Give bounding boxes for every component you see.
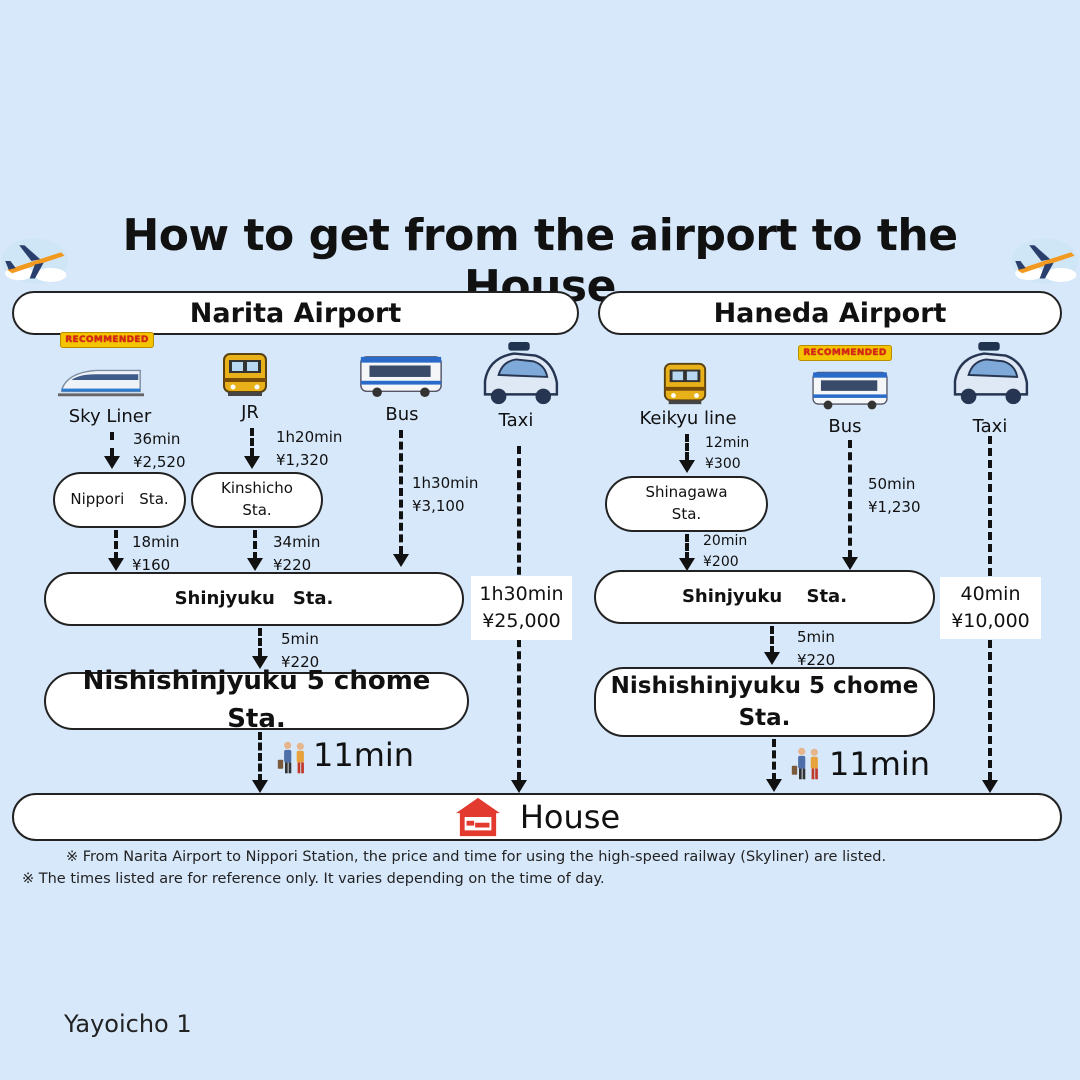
house-destination: House xyxy=(12,793,1062,841)
jr-leg2-info: 34min ¥220 xyxy=(273,533,321,574)
page-title-row: How to get from the airport to the House xyxy=(0,210,1080,312)
skyliner-leg2-info: 18min ¥160 xyxy=(132,533,180,574)
walking-people-icon xyxy=(790,744,826,784)
keikyu-leg2-info: 20min ¥200 xyxy=(703,533,748,570)
narita-walk-time: 11min xyxy=(313,736,415,774)
narita-bus-leg-info: 1h30min ¥3,100 xyxy=(412,474,479,515)
house-label: House xyxy=(519,798,621,836)
mode-taxi-label: Taxi xyxy=(498,410,534,431)
mode-haneda-taxi-label: Taxi xyxy=(972,416,1008,437)
walking-people-icon xyxy=(276,738,312,778)
haneda-leg3-info: 5min ¥220 xyxy=(797,628,836,669)
mode-jr-label: JR xyxy=(241,402,259,423)
narita-header: Narita Airport xyxy=(12,291,579,335)
skyliner-train-icon xyxy=(58,360,144,400)
keikyu-train-icon xyxy=(660,360,710,408)
bus-icon xyxy=(810,368,890,412)
narita-taxi-info: 1h30min¥25,000 xyxy=(471,576,572,640)
taxi-icon xyxy=(944,340,1034,408)
haneda-bus-leg-info: 50min ¥1,230 xyxy=(868,475,921,516)
nippori-station: Nippori Sta. xyxy=(53,472,186,528)
keikyu-leg1-info: 12min ¥300 xyxy=(705,435,750,472)
haneda-shinjuku-station: Shinjyuku Sta. xyxy=(594,570,935,624)
note-times: ※ The times listed are for reference onl… xyxy=(22,871,605,887)
jr-train-icon xyxy=(220,350,270,400)
narita-leg3-info: 5min ¥220 xyxy=(281,630,320,671)
haneda-walk-time: 11min xyxy=(829,745,931,783)
bus-recommended-badge: RECOMMENDED xyxy=(796,340,894,361)
page-title: How to get from the airport to the House xyxy=(122,210,958,312)
airplane-icon xyxy=(1010,232,1080,290)
mode-skyliner-label: Sky Liner xyxy=(68,406,152,427)
note-skyliner: ※ From Narita Airport to Nippori Station… xyxy=(66,849,887,865)
narita-shinjuku-station: Shinjyuku Sta. xyxy=(44,572,464,626)
narita-nishishinjuku-station: Nishishinjyuku 5 chome Sta. xyxy=(44,666,469,734)
mode-bus-label: Bus xyxy=(385,404,419,425)
haneda-header: Haneda Airport xyxy=(598,291,1062,335)
mode-haneda-bus-label: Bus xyxy=(828,416,862,437)
skyliner-leg1-info: 36min ¥2,520 xyxy=(133,430,186,471)
skyliner-recommended-badge: RECOMMENDED xyxy=(57,327,157,348)
taxi-icon xyxy=(474,340,564,408)
haneda-taxi-info: 40min¥10,000 xyxy=(940,577,1041,639)
footer-location: Yayoicho 1 xyxy=(64,1010,192,1038)
jr-leg1-info: 1h20min ¥1,320 xyxy=(276,428,343,469)
airplane-icon xyxy=(0,232,70,290)
house-icon xyxy=(454,796,502,838)
mode-keikyu-label: Keikyu line xyxy=(639,408,737,429)
bus-icon xyxy=(358,352,444,400)
